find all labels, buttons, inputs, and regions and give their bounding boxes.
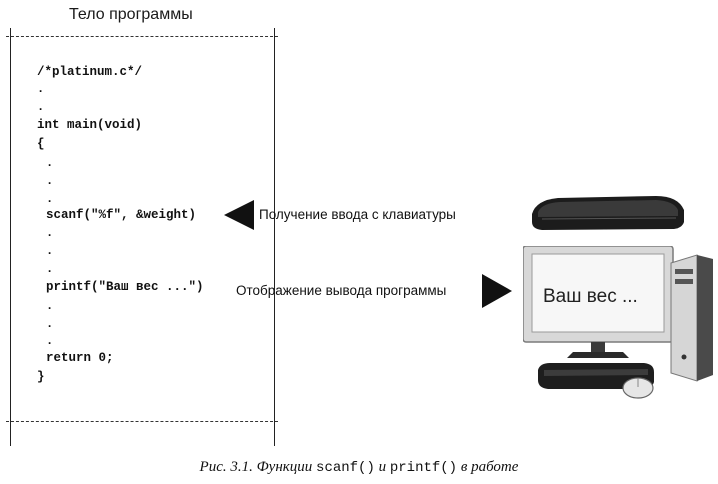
mouse-icon: [622, 377, 654, 399]
code-scanf-line: scanf("%f", &weight): [46, 208, 197, 222]
code-ellipsis-dot: .: [46, 262, 54, 276]
monitor-icon: [523, 246, 674, 358]
output-annotation-label: Отображение вывода программы: [236, 283, 447, 298]
left-arrow-icon: [224, 200, 254, 230]
pc-tower-icon: [670, 254, 713, 382]
code-ellipsis-dot: .: [46, 334, 54, 348]
code-ellipsis-dot: .: [46, 317, 54, 331]
right-arrow-icon: [482, 274, 512, 308]
code-ellipsis-dot: .: [46, 156, 54, 170]
caption-middle: и: [374, 459, 390, 475]
caption-func-printf: printf(): [389, 460, 458, 476]
code-main-signature: int main(void): [37, 118, 143, 132]
input-annotation-label: Получение ввода с клавиатуры: [259, 207, 456, 222]
code-return-line: return 0;: [46, 351, 114, 365]
frame-top-dashed-line: [6, 36, 278, 37]
code-ellipsis-dot: .: [46, 244, 54, 258]
code-comment: /*platinum.c*/: [37, 65, 143, 79]
code-ellipsis-dot: .: [46, 192, 54, 206]
caption-suffix: в работе: [457, 459, 519, 475]
code-ellipsis-dot: .: [46, 226, 54, 240]
caption-prefix: Рис. 3.1. Функции: [199, 459, 317, 475]
code-open-brace: {: [37, 137, 45, 151]
frame-left-border: [10, 28, 11, 446]
code-ellipsis-dot: .: [46, 174, 54, 188]
code-ellipsis-dot: .: [37, 100, 45, 114]
code-ellipsis-dot: .: [37, 82, 45, 96]
keyboard-icon: [532, 196, 684, 230]
frame-right-border: [274, 28, 275, 446]
program-body-title: Тело программы: [69, 6, 193, 23]
code-close-brace: }: [37, 370, 45, 384]
code-ellipsis-dot: .: [46, 299, 54, 313]
caption-func-scanf: scanf(): [316, 460, 375, 476]
figure-caption: Рис. 3.1. Функции scanf() и printf() в р…: [0, 459, 718, 476]
monitor-screen-text: Ваш вес ...: [543, 286, 638, 307]
frame-bottom-dashed-line: [6, 421, 278, 422]
code-printf-line: printf("Ваш вес ..."): [46, 280, 204, 294]
